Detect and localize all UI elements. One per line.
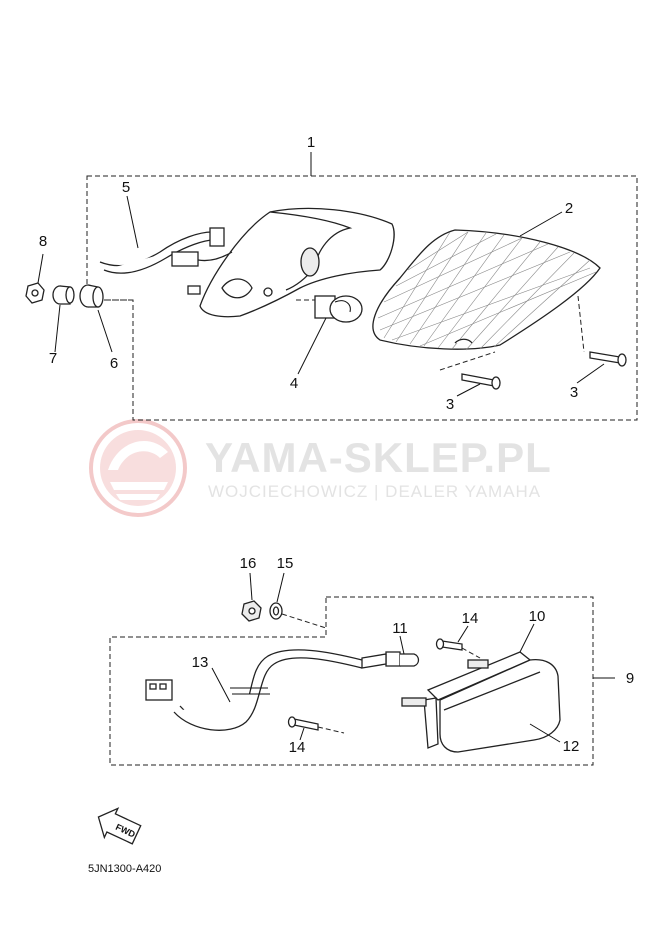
callout-3a: 3 [446, 396, 454, 413]
screw-14-lower [287, 716, 319, 731]
license-lamp [401, 651, 561, 753]
callout-1: 1 [307, 134, 315, 151]
dealer-logo [89, 419, 187, 517]
callout-6: 6 [110, 355, 118, 372]
callout-2: 2 [565, 200, 573, 217]
callout-8: 8 [39, 233, 47, 250]
watermark: YAMA-SKLEP.PL WOJCIECHOWICZ | DEALER YAM… [89, 419, 552, 517]
screw-14-upper [435, 638, 463, 651]
tail-housing [187, 207, 395, 318]
callout-14b: 14 [289, 739, 306, 756]
callout-15: 15 [277, 555, 294, 572]
washer-15 [269, 602, 283, 620]
watermark-title: YAMA-SKLEP.PL [205, 434, 552, 481]
watermark-subtitle: WOJCIECHOWICZ | DEALER YAMAHA [208, 482, 541, 501]
callout-4: 4 [290, 375, 298, 392]
bulb-socket-11 [361, 651, 420, 669]
callout-16: 16 [240, 555, 257, 572]
callout-3b: 3 [570, 384, 578, 401]
callout-9: 9 [626, 670, 634, 687]
collar-7 [52, 285, 75, 305]
callout-14a: 14 [462, 610, 479, 627]
callout-10: 10 [529, 608, 546, 625]
callout-7: 7 [49, 350, 57, 367]
screw-3-left [461, 373, 501, 390]
callout-12: 12 [563, 738, 580, 755]
wire-harness-5 [99, 227, 233, 274]
callout-13: 13 [192, 654, 209, 671]
assembly-9-outline [109, 596, 594, 766]
fwd-arrow-icon: FWD [97, 807, 142, 845]
callout-5: 5 [122, 179, 130, 196]
callout-11: 11 [392, 620, 408, 637]
tail-lens [372, 229, 601, 351]
nut-16 [241, 600, 262, 622]
screw-3-right [589, 351, 627, 367]
nut-8 [25, 282, 45, 304]
grommet-6 [79, 284, 104, 308]
wire-harness-13 [145, 649, 363, 731]
bulb-4 [296, 295, 363, 323]
diagram-code: 5JN1300-A420 [88, 863, 161, 875]
